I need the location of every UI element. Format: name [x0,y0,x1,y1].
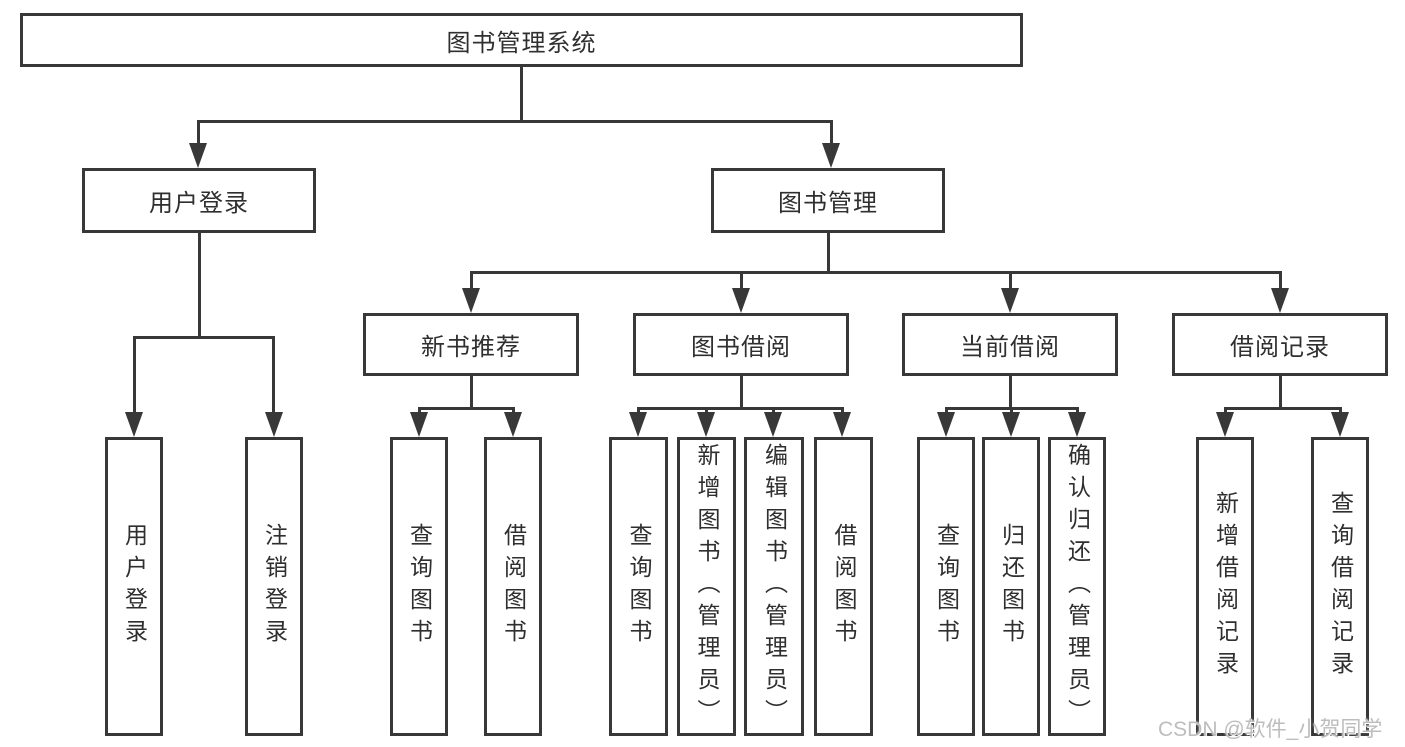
leaf-label: 借阅图书 [831,522,857,651]
leaf-confirm-return-admin: 确认归还（管理员） [1048,437,1106,736]
node-user-login: 用户登录 [82,168,316,233]
node-current-borrow: 当前借阅 [902,313,1118,376]
connector-book-management-stem [827,233,830,274]
node-book-borrow-label: 图书借阅 [691,334,791,361]
leaf-add-borrow-record: 新增借阅记录 [1196,437,1254,736]
node-user-login-label: 用户登录 [149,190,249,217]
connector-root-stem [520,67,523,121]
connector-drop-user-login [197,120,200,150]
leaf-label: 查询图书 [626,522,652,651]
leaf-borrow-books: 借阅图书 [814,437,873,736]
leaf-label: 借阅图书 [500,522,527,651]
leaf-query-books-current: 查询图书 [917,437,975,736]
connector-drop [740,271,743,293]
leaf-query-borrow-record: 查询借阅记录 [1311,437,1369,736]
leaf-label: 查询借阅记录 [1327,490,1354,683]
leaf-label: 归还图书 [998,522,1025,651]
csdn-watermark: CSDN @软件_小贺同学 [1158,718,1383,741]
arrowhead-down-icon [125,412,143,437]
arrowhead-down-icon [629,412,647,437]
connector-drop [272,336,275,418]
leaf-borrow-books-recommend: 借阅图书 [484,437,542,736]
node-book-management: 图书管理 [711,168,945,233]
arrowhead-down-icon [189,143,207,168]
arrowhead-down-icon [1068,412,1086,437]
leaf-user-login: 用户登录 [105,437,163,736]
arrowhead-down-icon [504,412,522,437]
connector-drop [470,271,473,293]
node-book-borrow: 图书借阅 [633,313,849,376]
node-borrow-records-label: 借阅记录 [1230,334,1330,361]
arrowhead-down-icon [764,412,782,437]
arrowhead-down-icon [1216,412,1234,437]
leaf-edit-books-admin: 编辑图书（管理员） [744,437,804,736]
connector-user-login-stem [198,233,201,338]
arrowhead-down-icon [1271,288,1289,313]
arrowhead-down-icon [1001,288,1019,313]
leaf-label: 确认归还（管理员） [1064,442,1091,731]
leaf-query-books-recommend: 查询图书 [390,437,448,736]
arrowhead-down-icon [1331,412,1349,437]
node-root-label: 图书管理系统 [446,29,597,57]
leaf-return-books: 归还图书 [982,437,1040,736]
connector-split [1224,407,1342,410]
connector-drop [1279,271,1282,293]
node-current-borrow-label: 当前借阅 [960,334,1060,361]
connector-stem [1009,376,1012,410]
arrowhead-down-icon [732,288,750,313]
connector-split [637,407,843,410]
arrowhead-down-icon [265,412,283,437]
arrowhead-down-icon [697,412,715,437]
leaf-label: 新增图书（管理员） [694,442,720,731]
node-new-book-recommend: 新书推荐 [363,313,579,376]
node-book-management-label: 图书管理 [778,190,878,217]
connector-stem [740,376,743,410]
connector-drop [133,336,136,418]
leaf-label: 查询图书 [406,522,433,651]
arrowhead-down-icon [822,143,840,168]
leaf-add-books-admin: 新增图书（管理员） [677,437,736,736]
arrowhead-down-icon [410,412,428,437]
connector-root-split [197,120,833,123]
arrowhead-down-icon [1002,412,1020,437]
leaf-label: 编辑图书（管理员） [761,442,788,731]
connector-user-login-split [133,336,275,339]
leaf-label: 注销登录 [261,522,288,651]
node-borrow-records: 借阅记录 [1172,313,1388,376]
node-root: 图书管理系统 [20,13,1023,67]
node-new-book-recommend-label: 新书推荐 [421,334,521,361]
connector-drop [1009,271,1012,293]
arrowhead-down-icon [462,288,480,313]
connector-stem [1279,376,1282,410]
connector-drop-book-management [830,120,833,150]
connector-book-management-split [470,271,1281,274]
arrowhead-down-icon [937,412,955,437]
connector-stem [470,376,473,410]
leaf-label: 用户登录 [121,522,148,651]
leaf-label: 新增借阅记录 [1212,490,1239,683]
leaf-logout: 注销登录 [245,437,303,736]
leaf-label: 查询图书 [933,522,960,651]
connector-split [418,407,515,410]
leaf-query-books-borrow: 查询图书 [609,437,668,736]
arrowhead-down-icon [833,412,851,437]
